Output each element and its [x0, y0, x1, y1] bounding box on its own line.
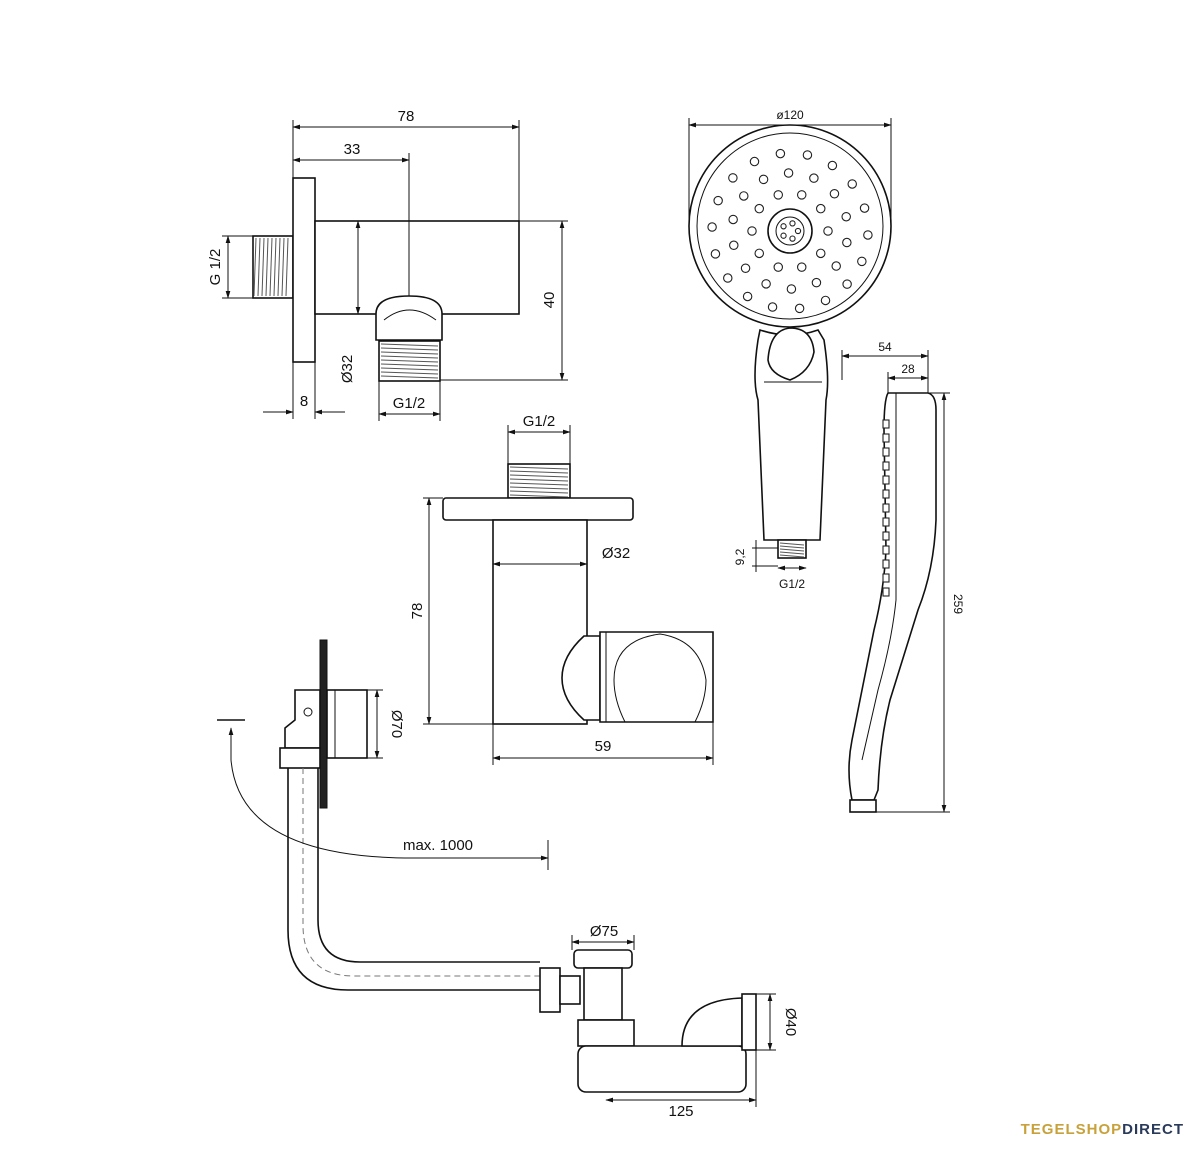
dim-side-54: 54 — [878, 340, 892, 354]
dim-side-28: 28 — [901, 362, 915, 376]
dim-trap-125: 125 — [668, 1103, 693, 1120]
dim-elbow-33: 33 — [344, 141, 361, 158]
bath-waste-overflow: Ø70 max. 1000 Ø75 Ø40 125 — [217, 639, 799, 1120]
dim-elbow-d32: Ø32 — [339, 355, 356, 383]
hand-shower-front: ø120 9,2 G1/2 — [688, 108, 892, 591]
dim-elbow-g12-inlet: G 1/2 — [207, 249, 224, 286]
wall-elbow: 78 33 G 1/2 40 Ø32 8 G1/2 — [207, 108, 568, 421]
dim-elbow-g12-outlet: G1/2 — [393, 395, 426, 412]
hand-shower-side: 54 28 259 — [841, 340, 965, 813]
dim-outlet-d40: Ø40 — [782, 1008, 799, 1036]
dim-handle-9-2: 9,2 — [733, 548, 747, 565]
dim-side-259: 259 — [951, 594, 965, 614]
shower-holder: G1/2 Ø32 78 59 — [409, 413, 714, 765]
dim-elbow-40: 40 — [541, 292, 558, 309]
dim-elbow-78: 78 — [398, 108, 415, 125]
dim-showerhead-d120: ø120 — [776, 108, 804, 122]
brand-logo-part1: TEGELSHOP — [1020, 1121, 1123, 1138]
dim-drain-max-1000: max. 1000 — [403, 837, 473, 854]
dim-handle-g12: G1/2 — [779, 577, 805, 591]
dim-holder-d32: Ø32 — [602, 545, 630, 562]
brand-logo-part2: DIRECT — [1122, 1121, 1184, 1138]
dim-holder-g12: G1/2 — [523, 413, 556, 430]
brand-logo: TEGELSHOPDIRECT — [1021, 1121, 1184, 1138]
dim-elbow-8: 8 — [300, 393, 308, 410]
dim-holder-78: 78 — [409, 603, 426, 620]
dim-holder-59: 59 — [595, 738, 612, 755]
dim-drain-d75: Ø75 — [590, 923, 618, 940]
dim-overflow-d70: Ø70 — [388, 710, 405, 738]
